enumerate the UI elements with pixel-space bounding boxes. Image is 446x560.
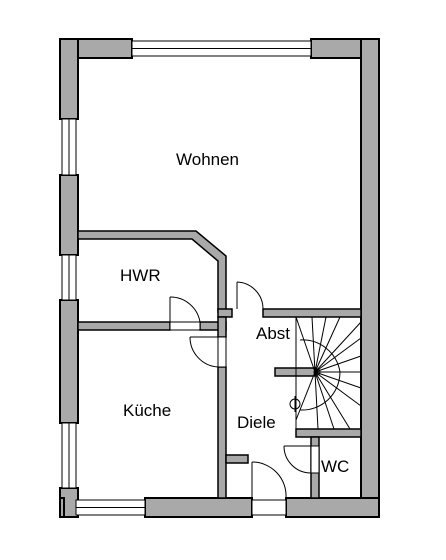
wall-left-1 (59, 38, 79, 120)
stair-walkline (299, 339, 341, 411)
room-labels: Wohnen HWR Küche Diele Abst WC (120, 150, 349, 476)
door-hwr-leaf (169, 321, 201, 331)
staircase (289, 316, 362, 430)
wall-bottom-1 (59, 497, 65, 518)
exterior-walls (59, 38, 380, 518)
stair-outline (295, 316, 362, 430)
wall-diele-top-left (217, 308, 233, 318)
door-diele-top-swing (236, 281, 264, 310)
wall-left-2 (59, 174, 79, 256)
door-hwr-swing (169, 296, 201, 323)
label-hwr: HWR (120, 266, 161, 285)
windows (61, 40, 312, 516)
wall-left-3 (59, 299, 79, 424)
label-wc: WC (321, 457, 349, 476)
wall-kueche-diele-1 (217, 316, 227, 338)
door-wc-swing (283, 445, 312, 474)
door-kueche-swing (189, 336, 219, 368)
label-wohnen: Wohnen (176, 150, 239, 169)
doors (169, 281, 320, 516)
wall-bottom-3 (285, 497, 380, 518)
wall-stair-wc (295, 428, 362, 438)
stair-center-wall (274, 367, 316, 377)
label-diele: Diele (237, 413, 276, 432)
door-entrance-swing (251, 461, 287, 499)
wall-bottom-2 (144, 497, 253, 518)
label-abst: Abst (256, 324, 290, 343)
label-kueche: Küche (123, 401, 171, 420)
wall-wohnen-diele (262, 308, 362, 318)
wall-diele-stub (225, 454, 249, 464)
wall-right (360, 38, 380, 518)
wall-hwr-kueche-1 (77, 321, 171, 331)
door-entrance-leaf (251, 499, 287, 516)
wall-kueche-diele-2 (217, 366, 227, 499)
